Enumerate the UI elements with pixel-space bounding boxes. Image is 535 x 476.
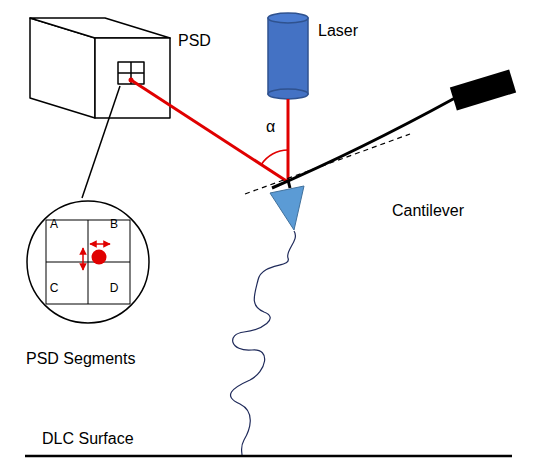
- segment-letter: A: [50, 218, 58, 230]
- laser-beam: [287, 99, 290, 182]
- leader-line: [82, 86, 120, 198]
- beam-spot: [129, 78, 134, 83]
- reflected-beam: [131, 80, 288, 182]
- segment-circle: [26, 200, 150, 324]
- segment-letter: B: [110, 218, 118, 230]
- cantilever-chip: [450, 69, 516, 110]
- cantilever-beam: [272, 98, 455, 188]
- laser-body: [268, 13, 308, 99]
- part-label: Cantilever: [392, 202, 464, 220]
- dlc-surface: [25, 455, 512, 458]
- segment-letter: C: [50, 282, 59, 294]
- cantilever-end: [288, 180, 290, 188]
- caption-label: PSD Segments: [26, 350, 135, 368]
- segment-letter: D: [110, 282, 119, 294]
- device-label: Laser: [318, 22, 358, 40]
- angle-label: α: [266, 118, 275, 136]
- polymer-chain: [231, 231, 296, 455]
- angle-arc: [261, 150, 288, 165]
- device-label: PSD: [178, 32, 211, 50]
- psd-box: [30, 18, 170, 118]
- surface-label: DLC Surface: [42, 430, 134, 448]
- segment-magnifier: A B C D: [26, 200, 150, 324]
- afm-tip: [270, 186, 304, 230]
